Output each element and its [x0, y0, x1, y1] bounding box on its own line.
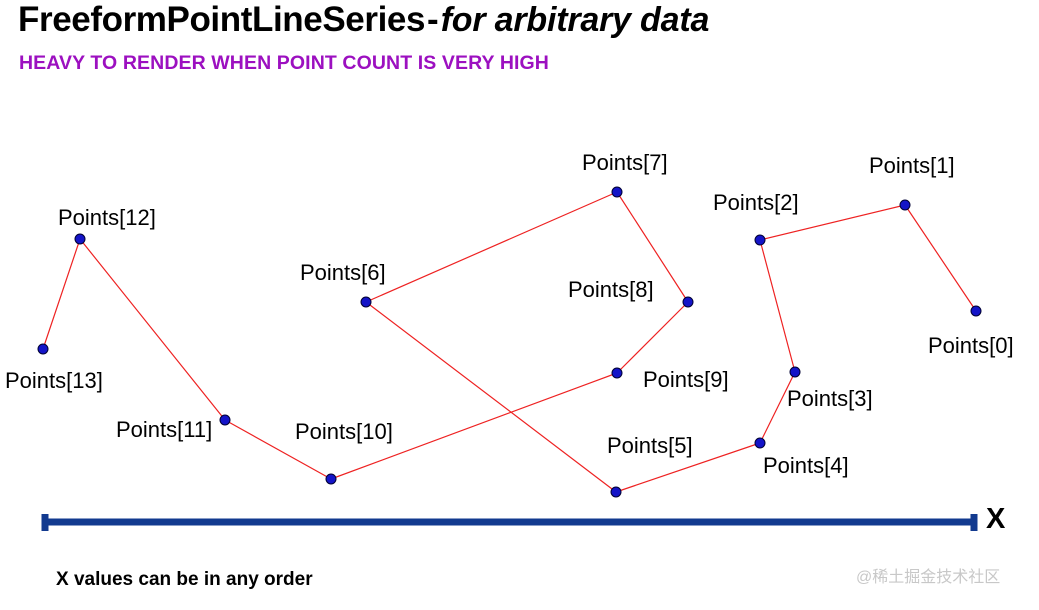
data-point-marker[interactable] — [37, 343, 49, 355]
data-point-marker[interactable] — [74, 233, 86, 245]
footer-note: X values can be in any order — [56, 569, 313, 590]
data-point-label: Points[5] — [607, 433, 693, 458]
data-point-marker[interactable] — [611, 186, 623, 198]
data-point-marker[interactable] — [325, 473, 337, 485]
data-point-label: Points[4] — [763, 453, 849, 478]
title-separator: - — [427, 0, 439, 39]
x-axis-label: X — [986, 503, 1006, 535]
data-point-label: Points[7] — [582, 150, 668, 175]
data-point-label: Points[2] — [713, 190, 799, 215]
data-point-marker[interactable] — [219, 414, 231, 426]
data-point-marker[interactable] — [360, 296, 372, 308]
data-point-marker[interactable] — [611, 367, 623, 379]
data-point-label: Points[6] — [300, 260, 386, 285]
data-point-marker[interactable] — [754, 437, 766, 449]
data-point-marker[interactable] — [754, 234, 766, 246]
data-point-label: Points[0] — [928, 333, 1014, 358]
data-point-label: Points[3] — [787, 386, 873, 411]
data-point-marker[interactable] — [970, 305, 982, 317]
data-point-label: Points[10] — [295, 419, 393, 444]
subtitle-text: HEAVY TO RENDER WHEN POINT COUNT IS VERY… — [19, 52, 549, 74]
data-point-label: Points[1] — [869, 153, 955, 178]
series-markers-group — [37, 186, 982, 498]
page-title: FreeformPointLineSeries-for arbitrary da… — [18, 2, 709, 37]
data-point-label: Points[11] — [116, 417, 213, 442]
data-point-label: Points[9] — [643, 367, 729, 392]
data-point-marker[interactable] — [789, 366, 801, 378]
data-point-marker[interactable] — [610, 486, 622, 498]
watermark: @稀土掘金技术社区 — [856, 569, 1001, 586]
title-main-text: FreeformPointLineSeries — [18, 0, 426, 39]
series-polyline — [42, 191, 977, 493]
data-point-label: Points[12] — [58, 205, 156, 230]
data-point-label: Points[13] — [5, 368, 103, 393]
data-point-marker[interactable] — [899, 199, 911, 211]
data-point-marker[interactable] — [682, 296, 694, 308]
data-point-label: Points[8] — [568, 277, 654, 302]
title-italic-text: for arbitrary data — [440, 1, 710, 39]
